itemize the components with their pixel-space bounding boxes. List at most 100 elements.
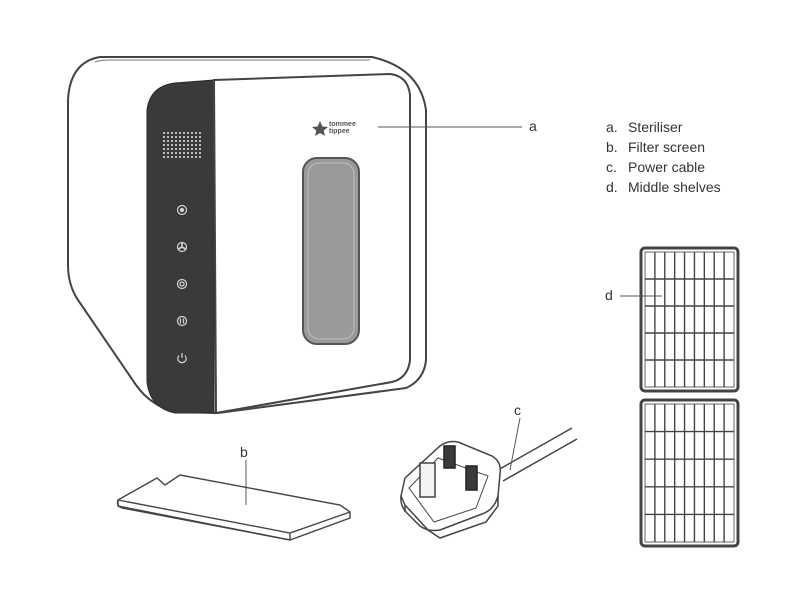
grille-dot — [175, 140, 177, 142]
shelf-inner-frame — [644, 251, 735, 388]
grille-dot — [179, 156, 181, 158]
grille-dot — [163, 156, 165, 158]
legend-label: Filter screen — [628, 139, 706, 155]
brand-line-1: tommee — [329, 121, 356, 128]
grille-dot — [179, 144, 181, 146]
grille-dot — [191, 140, 193, 142]
grille-dot — [187, 144, 189, 146]
grille-dot — [199, 152, 201, 154]
grille-dot — [187, 148, 189, 150]
grille-dot — [171, 156, 173, 158]
grille-dot — [183, 132, 185, 134]
grille-dot — [179, 148, 181, 150]
grille-dot — [191, 148, 193, 150]
grille-dot — [163, 140, 165, 142]
grille-dot — [179, 140, 181, 142]
grille-dot — [167, 132, 169, 134]
grille-dot — [187, 140, 189, 142]
storage-icon[interactable] — [176, 315, 188, 327]
grille-dot — [187, 136, 189, 138]
middle-shelf-top — [639, 246, 740, 393]
grille-dot — [167, 148, 169, 150]
grille-dot — [163, 148, 165, 150]
legend-item: c. Power cable — [606, 157, 721, 177]
power-icon[interactable] — [177, 353, 187, 364]
shelf-inner-frame — [644, 403, 735, 543]
filter-screen — [116, 474, 351, 541]
grille-dot — [191, 156, 193, 158]
brand-line-2: tippee — [329, 128, 350, 135]
grille-dot — [195, 140, 197, 142]
grille-dot — [191, 132, 193, 134]
grille-dot — [171, 144, 173, 146]
grille-dot — [171, 132, 173, 134]
legend-label: Power cable — [628, 159, 706, 175]
leader-line-c — [509, 417, 521, 471]
grille-dot — [195, 148, 197, 150]
grille-dot — [183, 144, 185, 146]
fan-icon[interactable] — [176, 241, 188, 253]
grille-dot — [183, 156, 185, 158]
legend-item: b. Filter screen — [606, 137, 721, 157]
grille-dot — [175, 148, 177, 150]
callout-b: b — [240, 444, 248, 460]
grille-dot — [183, 148, 185, 150]
grille-dot — [163, 152, 165, 154]
grille-dot — [199, 136, 201, 138]
grille-dot — [175, 136, 177, 138]
door-window — [302, 157, 360, 345]
brand-star-icon — [312, 121, 328, 136]
legend-label: Middle shelves — [628, 179, 721, 195]
grille-dot — [191, 144, 193, 146]
grille-dot — [199, 132, 201, 134]
parts-legend: a. Steriliser b. Filter screen c. Power … — [606, 117, 721, 197]
brand-logo: tommee tippee — [329, 121, 356, 135]
callout-d: d — [605, 287, 613, 303]
dry-icon[interactable] — [176, 278, 188, 290]
control-icons — [176, 204, 188, 364]
grille-dot — [179, 136, 181, 138]
middle-shelf-bottom — [639, 398, 740, 548]
callout-a: a — [529, 118, 537, 134]
legend-key: a. — [606, 119, 618, 135]
grille-dot — [199, 148, 201, 150]
legend-label: Steriliser — [628, 119, 683, 135]
grille-dot — [195, 144, 197, 146]
callout-c: c — [514, 402, 521, 418]
grille-dot — [183, 152, 185, 154]
grille-dot — [175, 152, 177, 154]
power-cable — [400, 427, 578, 539]
grille-dot — [167, 140, 169, 142]
grille-dot — [199, 140, 201, 142]
grille-dot — [175, 156, 177, 158]
control-panel — [146, 79, 215, 414]
grille-dot — [187, 152, 189, 154]
grille-dot — [167, 152, 169, 154]
legend-item: a. Steriliser — [606, 117, 721, 137]
settings-icon[interactable] — [176, 204, 188, 216]
grille-dot — [199, 144, 201, 146]
legend-key: d. — [606, 179, 618, 195]
grille-dot — [175, 144, 177, 146]
grille-dot — [167, 144, 169, 146]
grille-dot — [167, 136, 169, 138]
grille-dot — [195, 136, 197, 138]
grille-dot — [195, 132, 197, 134]
grille-dot — [195, 152, 197, 154]
grille-dot — [199, 156, 201, 158]
grille-dot — [163, 136, 165, 138]
grille-dot — [171, 152, 173, 154]
grille-dot — [187, 132, 189, 134]
grille-dot — [167, 156, 169, 158]
grille-dot — [171, 148, 173, 150]
grille — [163, 132, 201, 158]
grille-dot — [171, 136, 173, 138]
grille-dot — [163, 144, 165, 146]
grille-dot — [183, 136, 185, 138]
grille-dot — [175, 132, 177, 134]
grille-dot — [187, 156, 189, 158]
legend-key: b. — [606, 139, 618, 155]
grille-dot — [179, 132, 181, 134]
grille-dot — [171, 140, 173, 142]
